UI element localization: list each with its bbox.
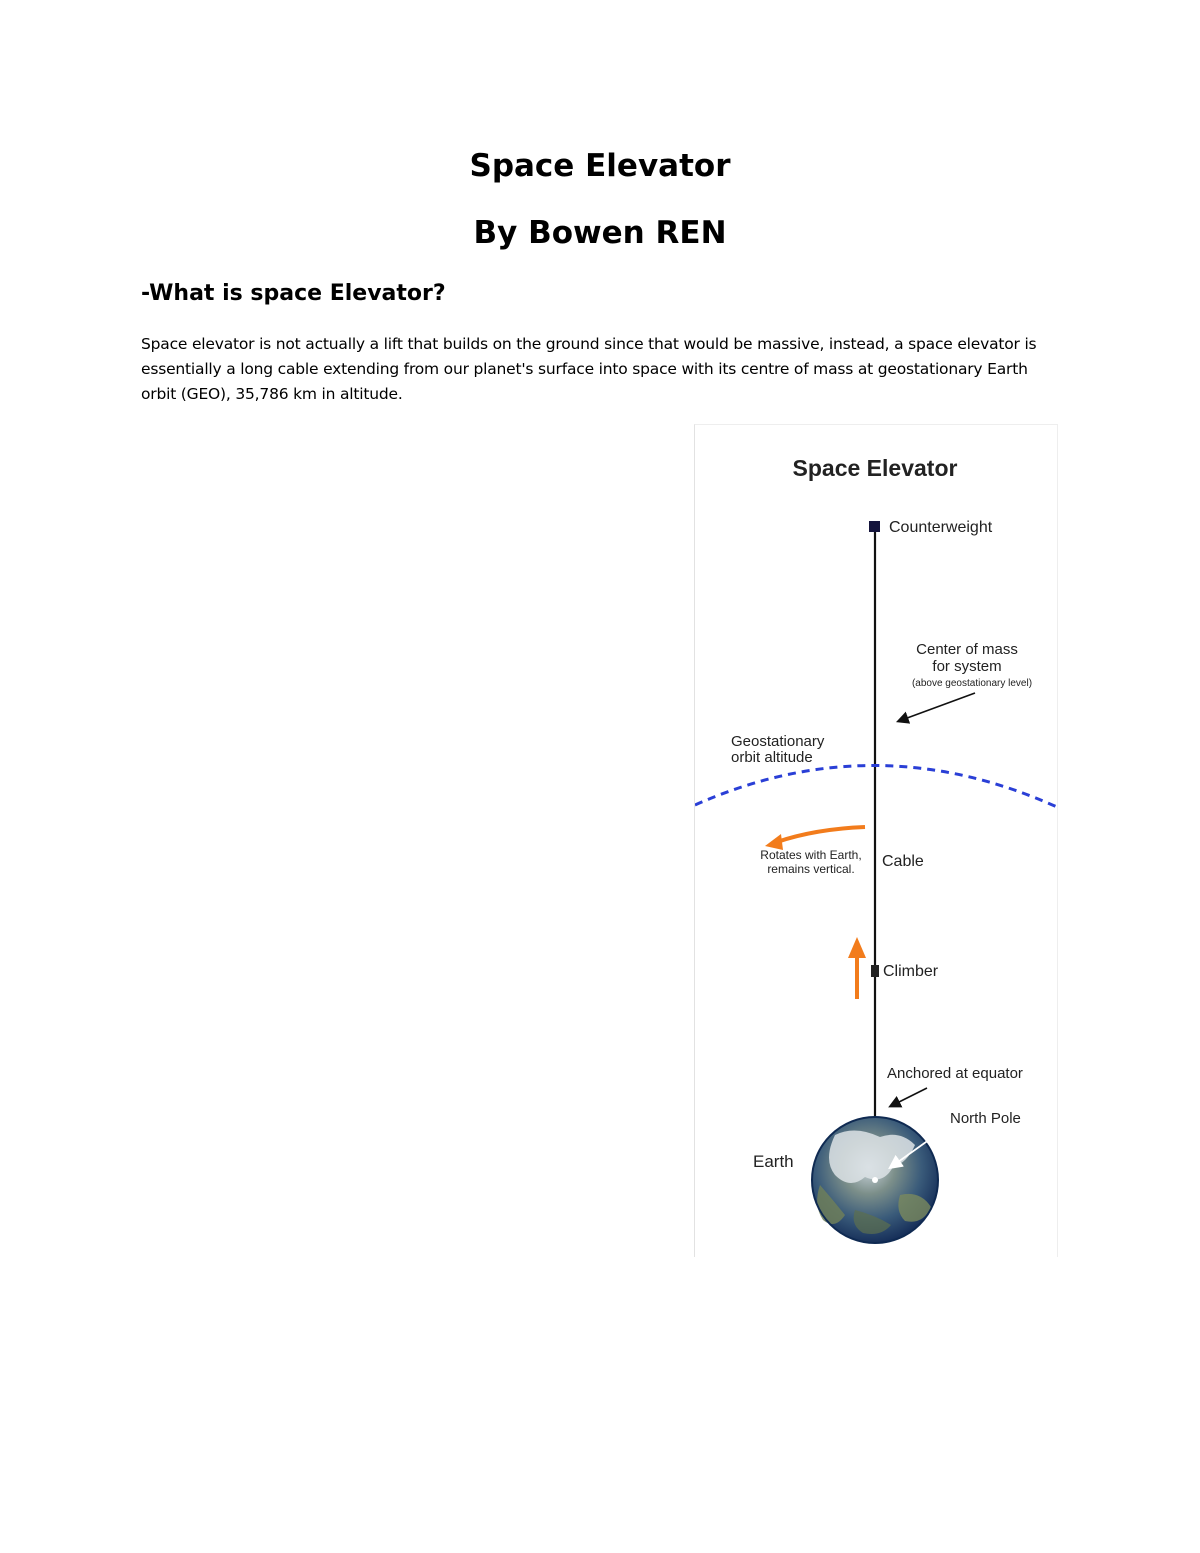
center-of-mass-arrow	[895, 692, 976, 724]
document-author: By Bowen REN	[473, 215, 727, 251]
north-pole-arrow	[888, 1126, 948, 1170]
center-of-mass-note: (above geostationary level)	[912, 678, 1032, 689]
anchored-label: Anchored at equator	[887, 1065, 1023, 1082]
geo-label-1: Geostationary	[731, 733, 825, 750]
figure-title: Space Elevator	[793, 455, 958, 481]
rotation-arrow-head	[765, 834, 783, 850]
north-pole-label: North Pole	[950, 1110, 1021, 1127]
space-elevator-diagram: Space Elevator Counterweight Center of m…	[695, 455, 1057, 1244]
climber-block	[871, 965, 879, 977]
center-of-mass-label-1: Center of mass	[916, 641, 1018, 658]
cable-label: Cable	[882, 853, 924, 870]
climber-label: Climber	[883, 963, 939, 980]
north-pole-dot	[872, 1177, 878, 1183]
counterweight-block	[869, 521, 880, 532]
document-title: Space Elevator	[469, 148, 731, 184]
body-paragraph: Space elevator is not actually a lift th…	[141, 335, 1037, 403]
space-elevator-figure: Space Elevator Counterweight Center of m…	[694, 424, 1058, 1257]
rotates-label-2: remains vertical.	[767, 862, 854, 876]
section-heading: -What is space Elevator?	[141, 281, 446, 306]
climb-arrow-head	[848, 937, 866, 958]
center-of-mass-label-2: for system	[932, 658, 1001, 675]
geostationary-orbit-curve	[695, 764, 1057, 809]
geo-label-2: orbit altitude	[731, 749, 813, 766]
anchored-arrow	[888, 1087, 928, 1108]
rotates-label-1: Rotates with Earth,	[760, 848, 861, 862]
rotation-arrow	[776, 825, 866, 844]
earth-label: Earth	[753, 1152, 794, 1171]
counterweight-label: Counterweight	[889, 519, 993, 536]
